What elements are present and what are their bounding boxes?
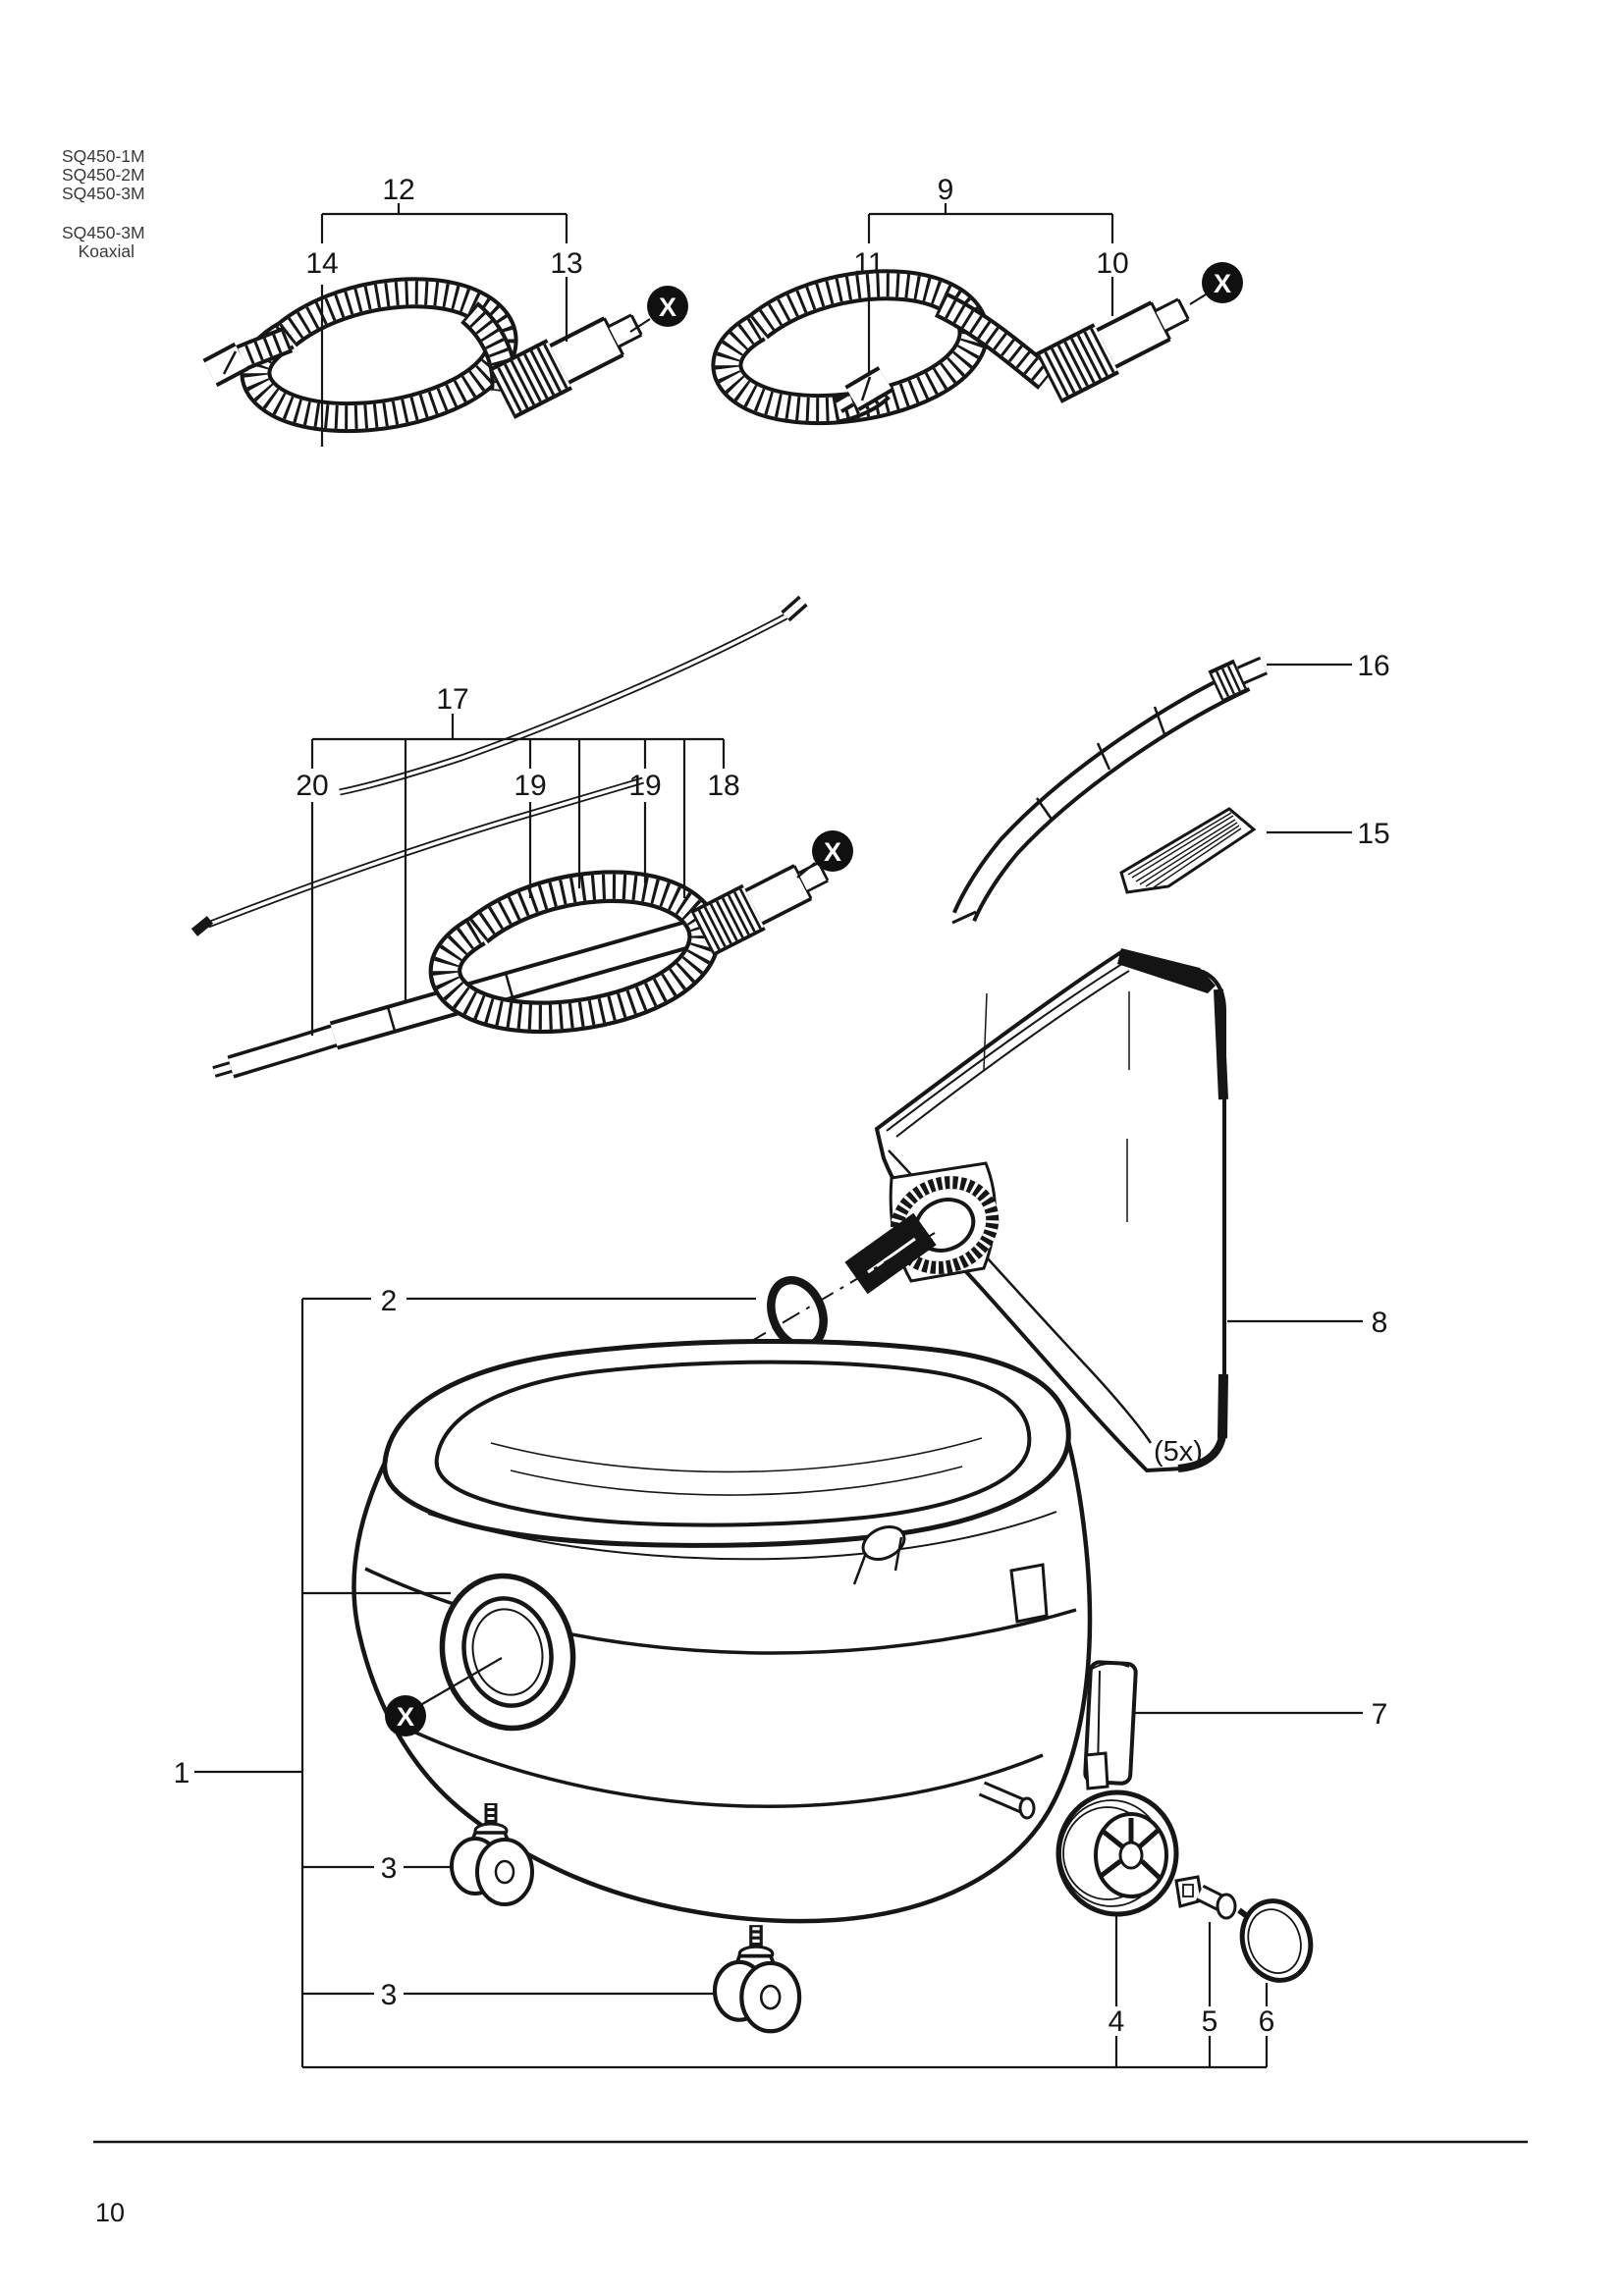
callout-14: 14 (305, 247, 338, 280)
hose-end-sleeve-14 (202, 342, 249, 388)
x-badge-letter: X (1214, 269, 1231, 298)
x-badge-circle (812, 830, 853, 872)
model-list: SQ450-1M SQ450-2M SQ450-3M SQ450-3M Koax… (62, 146, 145, 261)
crevice-nozzle-15 (1119, 807, 1257, 894)
suction-hose-assembly-12 (202, 293, 646, 417)
hose-connector-10 (1039, 291, 1192, 396)
hose-end-sleeve-11 (834, 366, 893, 413)
x-badge-circle (385, 1695, 426, 1736)
bag-collar (844, 1161, 1000, 1295)
hub-cap-6 (1237, 1898, 1314, 1983)
callout-7: 7 (1372, 1698, 1388, 1731)
suction-hose-assembly-9 (727, 285, 1192, 410)
discontinued-badge-tank: X (385, 1695, 426, 1736)
callout-9: 9 (938, 174, 954, 206)
discontinued-badge-wand: X (812, 830, 853, 872)
wheel-4 (1055, 1789, 1179, 1917)
callout-17: 17 (436, 683, 468, 716)
callout-12: 12 (382, 174, 414, 206)
callout-2: 2 (381, 1285, 398, 1317)
callout-10: 10 (1096, 247, 1128, 280)
hose-connector-13 (492, 306, 645, 411)
taper-tube-20 (212, 1024, 338, 1079)
filter-bag-8 (675, 948, 1228, 1600)
wand-connector (693, 855, 832, 950)
callout-19b: 19 (628, 770, 661, 802)
callout-15: 15 (1357, 818, 1389, 850)
axle-pin-5 (1174, 1875, 1237, 1920)
model-line-2: SQ450-2M (62, 165, 145, 185)
caster-3-rear (715, 1925, 799, 2031)
callout-3b: 3 (381, 1979, 398, 2011)
leader-lines (194, 203, 1363, 2069)
tank-container-1 (352, 1338, 1093, 1924)
page-number: 10 (95, 2198, 125, 2227)
callout-11: 11 (853, 247, 884, 280)
callout-18: 18 (707, 770, 739, 802)
callout-20: 20 (296, 770, 328, 802)
callout-8: 8 (1372, 1307, 1388, 1339)
callout-labels: 12 14 13 9 11 10 17 20 19 19 18 16 15 8 … (174, 174, 1390, 2038)
discontinued-badge-hose9: X (1202, 262, 1243, 303)
x-badge-circle (647, 286, 688, 327)
spray-tube-18 (339, 595, 808, 796)
bend-tube-16 (951, 656, 1268, 925)
wand-hose-assembly-17 (190, 595, 832, 1079)
x-badge-letter: X (659, 293, 676, 322)
spray-tube-19 (190, 776, 644, 936)
callout-16: 16 (1357, 650, 1389, 682)
bag-quantity-note: (5x) (1154, 1436, 1203, 1468)
x-badge-letter: X (397, 1702, 414, 1732)
latch-7 (1083, 1660, 1138, 1790)
variant-model: SQ450-3M (62, 223, 145, 242)
model-line-1: SQ450-1M (62, 146, 145, 166)
callout-3a: 3 (381, 1852, 398, 1885)
callout-6: 6 (1259, 2005, 1275, 2038)
x-badge-letter: X (824, 837, 841, 867)
variant-name: Koaxial (79, 241, 135, 261)
callout-13: 13 (550, 247, 582, 280)
callout-1: 1 (174, 1757, 190, 1789)
front-inlet-port (439, 1573, 576, 1732)
callout-19a: 19 (514, 770, 546, 802)
x-badge-circle (1202, 262, 1243, 303)
model-line-3: SQ450-3M (62, 184, 145, 203)
discontinued-badge-hose12: X (647, 286, 688, 327)
callout-5: 5 (1202, 2005, 1218, 2038)
assembly-axis-line (691, 1232, 936, 1377)
callout-4: 4 (1109, 2005, 1125, 2038)
internal-inlet-elbow (852, 1525, 906, 1585)
